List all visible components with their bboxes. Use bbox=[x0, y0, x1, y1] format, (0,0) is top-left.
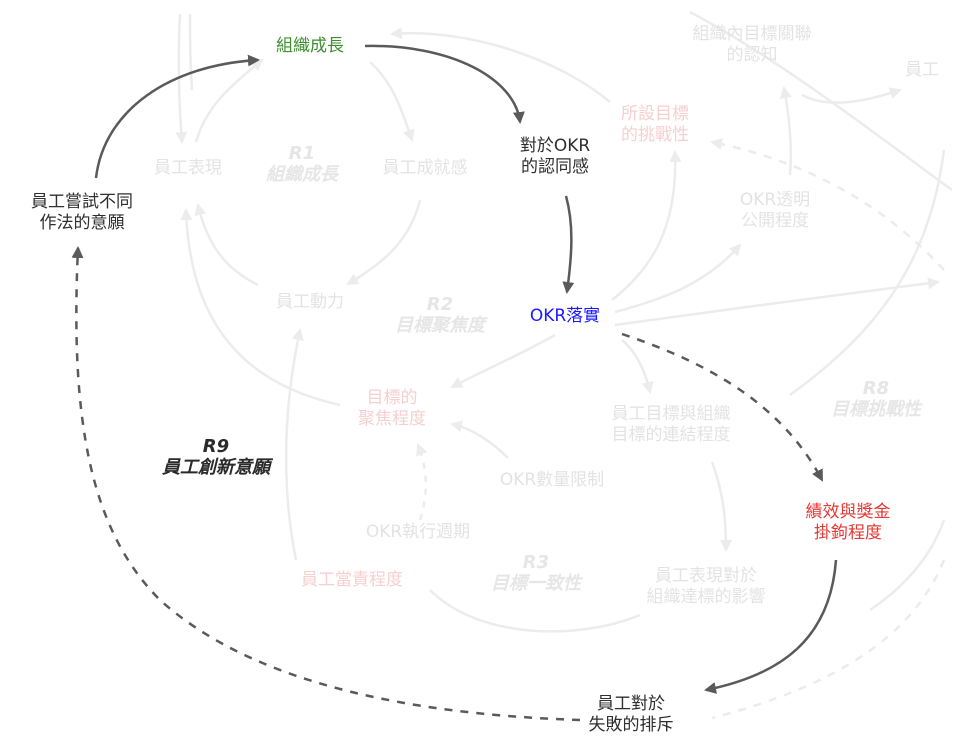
arrow-growth-to-identity bbox=[364, 44, 525, 124]
arrow-impact-to-duty bbox=[429, 589, 641, 633]
arrow-growth-to-achieve bbox=[369, 61, 415, 142]
node-okr-transparent: OKR透明公開程度 bbox=[739, 190, 811, 231]
arrow-duty-to-motivation bbox=[284, 328, 304, 561]
node-okr-limit: OKR數量限制 bbox=[499, 470, 605, 490]
arrow-practice-to-focus bbox=[450, 333, 556, 389]
arrow-practice-to-challenge bbox=[611, 150, 682, 301]
node-okr-practice: OKR落實 bbox=[529, 306, 601, 326]
node-goal-challenge: 所設目標的挑戰性 bbox=[621, 104, 689, 145]
node-okr-cycle: OKR執行週期 bbox=[365, 522, 471, 542]
arrow-connection-to-impact bbox=[710, 461, 732, 552]
node-org-goal-link: 組織內目標關聯的認知 bbox=[692, 24, 812, 65]
node-emp-duty: 員工當責程度 bbox=[301, 570, 403, 590]
arrow-limit-to-focus bbox=[450, 420, 509, 459]
arrow-top-left-down-2 bbox=[188, 13, 194, 91]
arrow-link-to-emp bbox=[801, 87, 902, 104]
arrow-top-left-down-1 bbox=[175, 13, 188, 144]
node-goal-focus: 目標的聚焦程度 bbox=[358, 388, 426, 429]
node-emp-cut: 員工 bbox=[905, 60, 939, 80]
active-arrows bbox=[71, 44, 838, 722]
arrow-perf-to-growth bbox=[194, 58, 264, 143]
node-org-growth: 組織成長 bbox=[276, 36, 344, 56]
arrow-focus-to-perf bbox=[180, 208, 341, 407]
arrow-achieve-to-motivation bbox=[346, 199, 422, 286]
arrow-challenge-to-growth bbox=[390, 27, 611, 103]
node-emp-perf: 員工表現 bbox=[154, 158, 222, 178]
arrow-try-to-growth bbox=[94, 54, 260, 179]
node-emp-achieve: 員工成就感 bbox=[382, 158, 468, 178]
arrow-right-dash-lower bbox=[711, 559, 946, 720]
arrow-practice-to-right bbox=[614, 277, 940, 327]
faded-arrows bbox=[175, 10, 953, 720]
node-try-willing: 員工嘗試不同作法的意願 bbox=[31, 192, 133, 233]
node-perf-bonus: 績效與獎金掛鉤程度 bbox=[805, 502, 891, 543]
arrow-practice-to-connection bbox=[621, 339, 654, 394]
arrow-bonus-to-exclusion bbox=[704, 559, 838, 694]
arrow-motivation-to-perf bbox=[194, 203, 259, 287]
node-emp-motivation: 員工動力 bbox=[276, 292, 344, 312]
node-goal-connection: 員工目標與組織目標的連結程度 bbox=[611, 404, 731, 445]
arrow-right-dash-to-challenge bbox=[710, 138, 945, 271]
arrow-identity-to-practice bbox=[562, 195, 575, 294]
node-fail-exclusion: 員工對於失敗的排斥 bbox=[588, 694, 674, 735]
arrow-right-big-curve bbox=[789, 149, 946, 397]
arrow-right-lower-curve bbox=[869, 519, 946, 612]
arrow-transparent-to-link bbox=[779, 86, 792, 176]
node-perf-impact: 員工表現對於組織達標的影響 bbox=[646, 566, 766, 607]
arrow-practice-to-transparent bbox=[614, 243, 742, 314]
arrow-top-right-curve bbox=[689, 10, 953, 192]
arrow-cycle-to-focus bbox=[416, 443, 428, 521]
